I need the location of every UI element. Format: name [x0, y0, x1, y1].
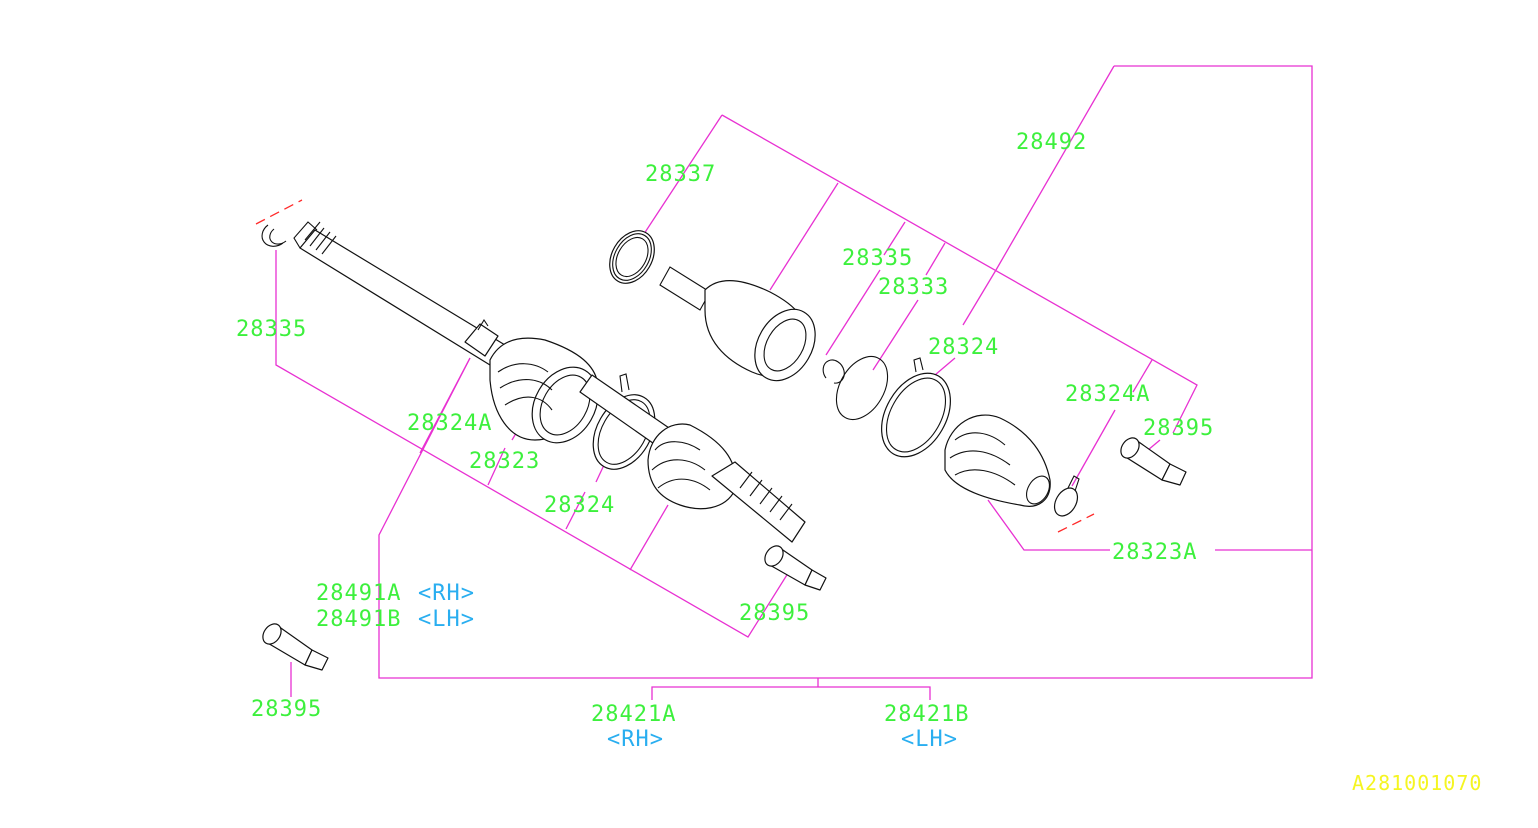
label-28324a-left: 28324A: [407, 411, 492, 436]
label-28421a: 28421A: [591, 702, 676, 727]
label-28335-left: 28335: [236, 317, 307, 342]
cv-joint-part: [659, 266, 816, 382]
label-28335-inner: 28335: [842, 246, 913, 271]
label-28395-outer: 28395: [1143, 416, 1214, 441]
label-28491b: 28491B: [316, 607, 401, 632]
label-28491b-side: <LH>: [418, 607, 475, 632]
label-28395-low: 28395: [251, 697, 322, 722]
grease-tube-right-part: [1120, 437, 1187, 486]
label-28421b: 28421B: [884, 702, 969, 727]
diagram-code: A281001070: [1352, 771, 1482, 795]
small-clamp-part: [1053, 475, 1095, 533]
leader-lines: [275, 65, 1313, 700]
outer-boot-right-part: [944, 414, 1051, 507]
grease-tube-low-part: [262, 623, 329, 671]
part-labels: 28492 28337 28335 28333 28324 28324A 283…: [236, 130, 1482, 795]
outer-boot-left-part: [647, 423, 737, 510]
label-28323: 28323: [469, 449, 540, 474]
label-28337: 28337: [645, 162, 716, 187]
label-28491a: 28491A: [316, 581, 401, 606]
label-28324-left: 28324: [544, 493, 615, 518]
label-28323a: 28323A: [1112, 540, 1197, 565]
grease-tube-mid-part: [764, 545, 827, 591]
parts-art: [255, 199, 1187, 671]
label-28421b-side: <LH>: [901, 727, 958, 752]
snap-ring-part: [835, 356, 889, 420]
label-28324-outer: 28324: [928, 335, 999, 360]
outer-stub-part: [711, 461, 806, 543]
label-28492: 28492: [1016, 130, 1087, 155]
seal-part: [609, 230, 655, 284]
circlip-left-part: [255, 199, 303, 247]
shaft-part: [293, 221, 506, 366]
label-28395-mid: 28395: [739, 601, 810, 626]
label-28324a-outer: 28324A: [1065, 382, 1150, 407]
label-28491a-side: <RH>: [418, 581, 475, 606]
label-28421a-side: <RH>: [607, 727, 664, 752]
band-outer-part: [881, 357, 951, 458]
label-28333: 28333: [878, 275, 949, 300]
